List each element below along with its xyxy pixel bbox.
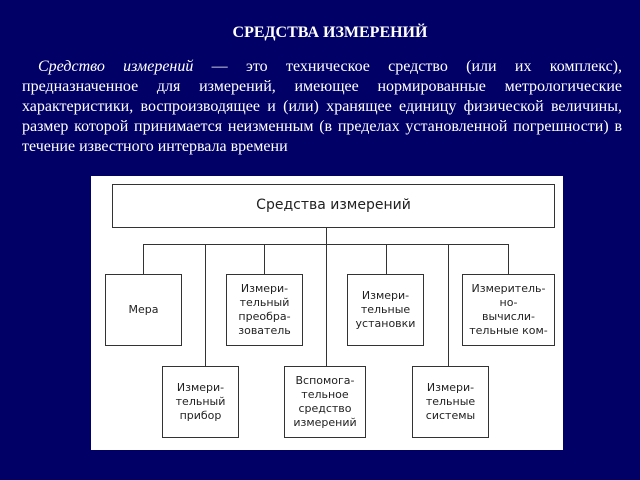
- connector-systems: [448, 244, 449, 366]
- classification-diagram: Средства измерений Мера Измери- тельный …: [91, 176, 563, 450]
- connector-instrument: [205, 244, 206, 366]
- definition-paragraph: Средство измерений — это техническое сре…: [22, 57, 622, 157]
- connector-computing-complex: [508, 244, 509, 274]
- definition-text: — это техническое средство (или их компл…: [22, 58, 623, 155]
- node-measure: Мера: [105, 274, 182, 346]
- node-measuring-transducer: Измери- тельный преобра- зователь: [226, 274, 303, 346]
- connector-root-trunk: [326, 228, 327, 244]
- connector-transducer: [264, 244, 265, 274]
- definition-term: Средство измерений: [38, 58, 194, 75]
- connector-horizontal-bus: [143, 244, 508, 245]
- node-measuring-computing-complexes: Измеритель- но- вычисли- тельные ком-: [462, 274, 555, 346]
- slide-title: СРЕДСТВА ИЗМЕРЕНИЙ: [232, 24, 428, 41]
- node-measuring-installations: Измери- тельные установки: [347, 274, 424, 346]
- root-node: Средства измерений: [112, 184, 555, 228]
- node-measuring-systems: Измери- тельные системы: [412, 366, 489, 438]
- connector-measure: [143, 244, 144, 274]
- connector-installations: [386, 244, 387, 274]
- connector-auxiliary: [326, 244, 327, 366]
- node-measuring-instrument: Измери- тельный прибор: [162, 366, 239, 438]
- node-auxiliary-measuring-means: Вспомога- тельное средство измерений: [284, 366, 366, 438]
